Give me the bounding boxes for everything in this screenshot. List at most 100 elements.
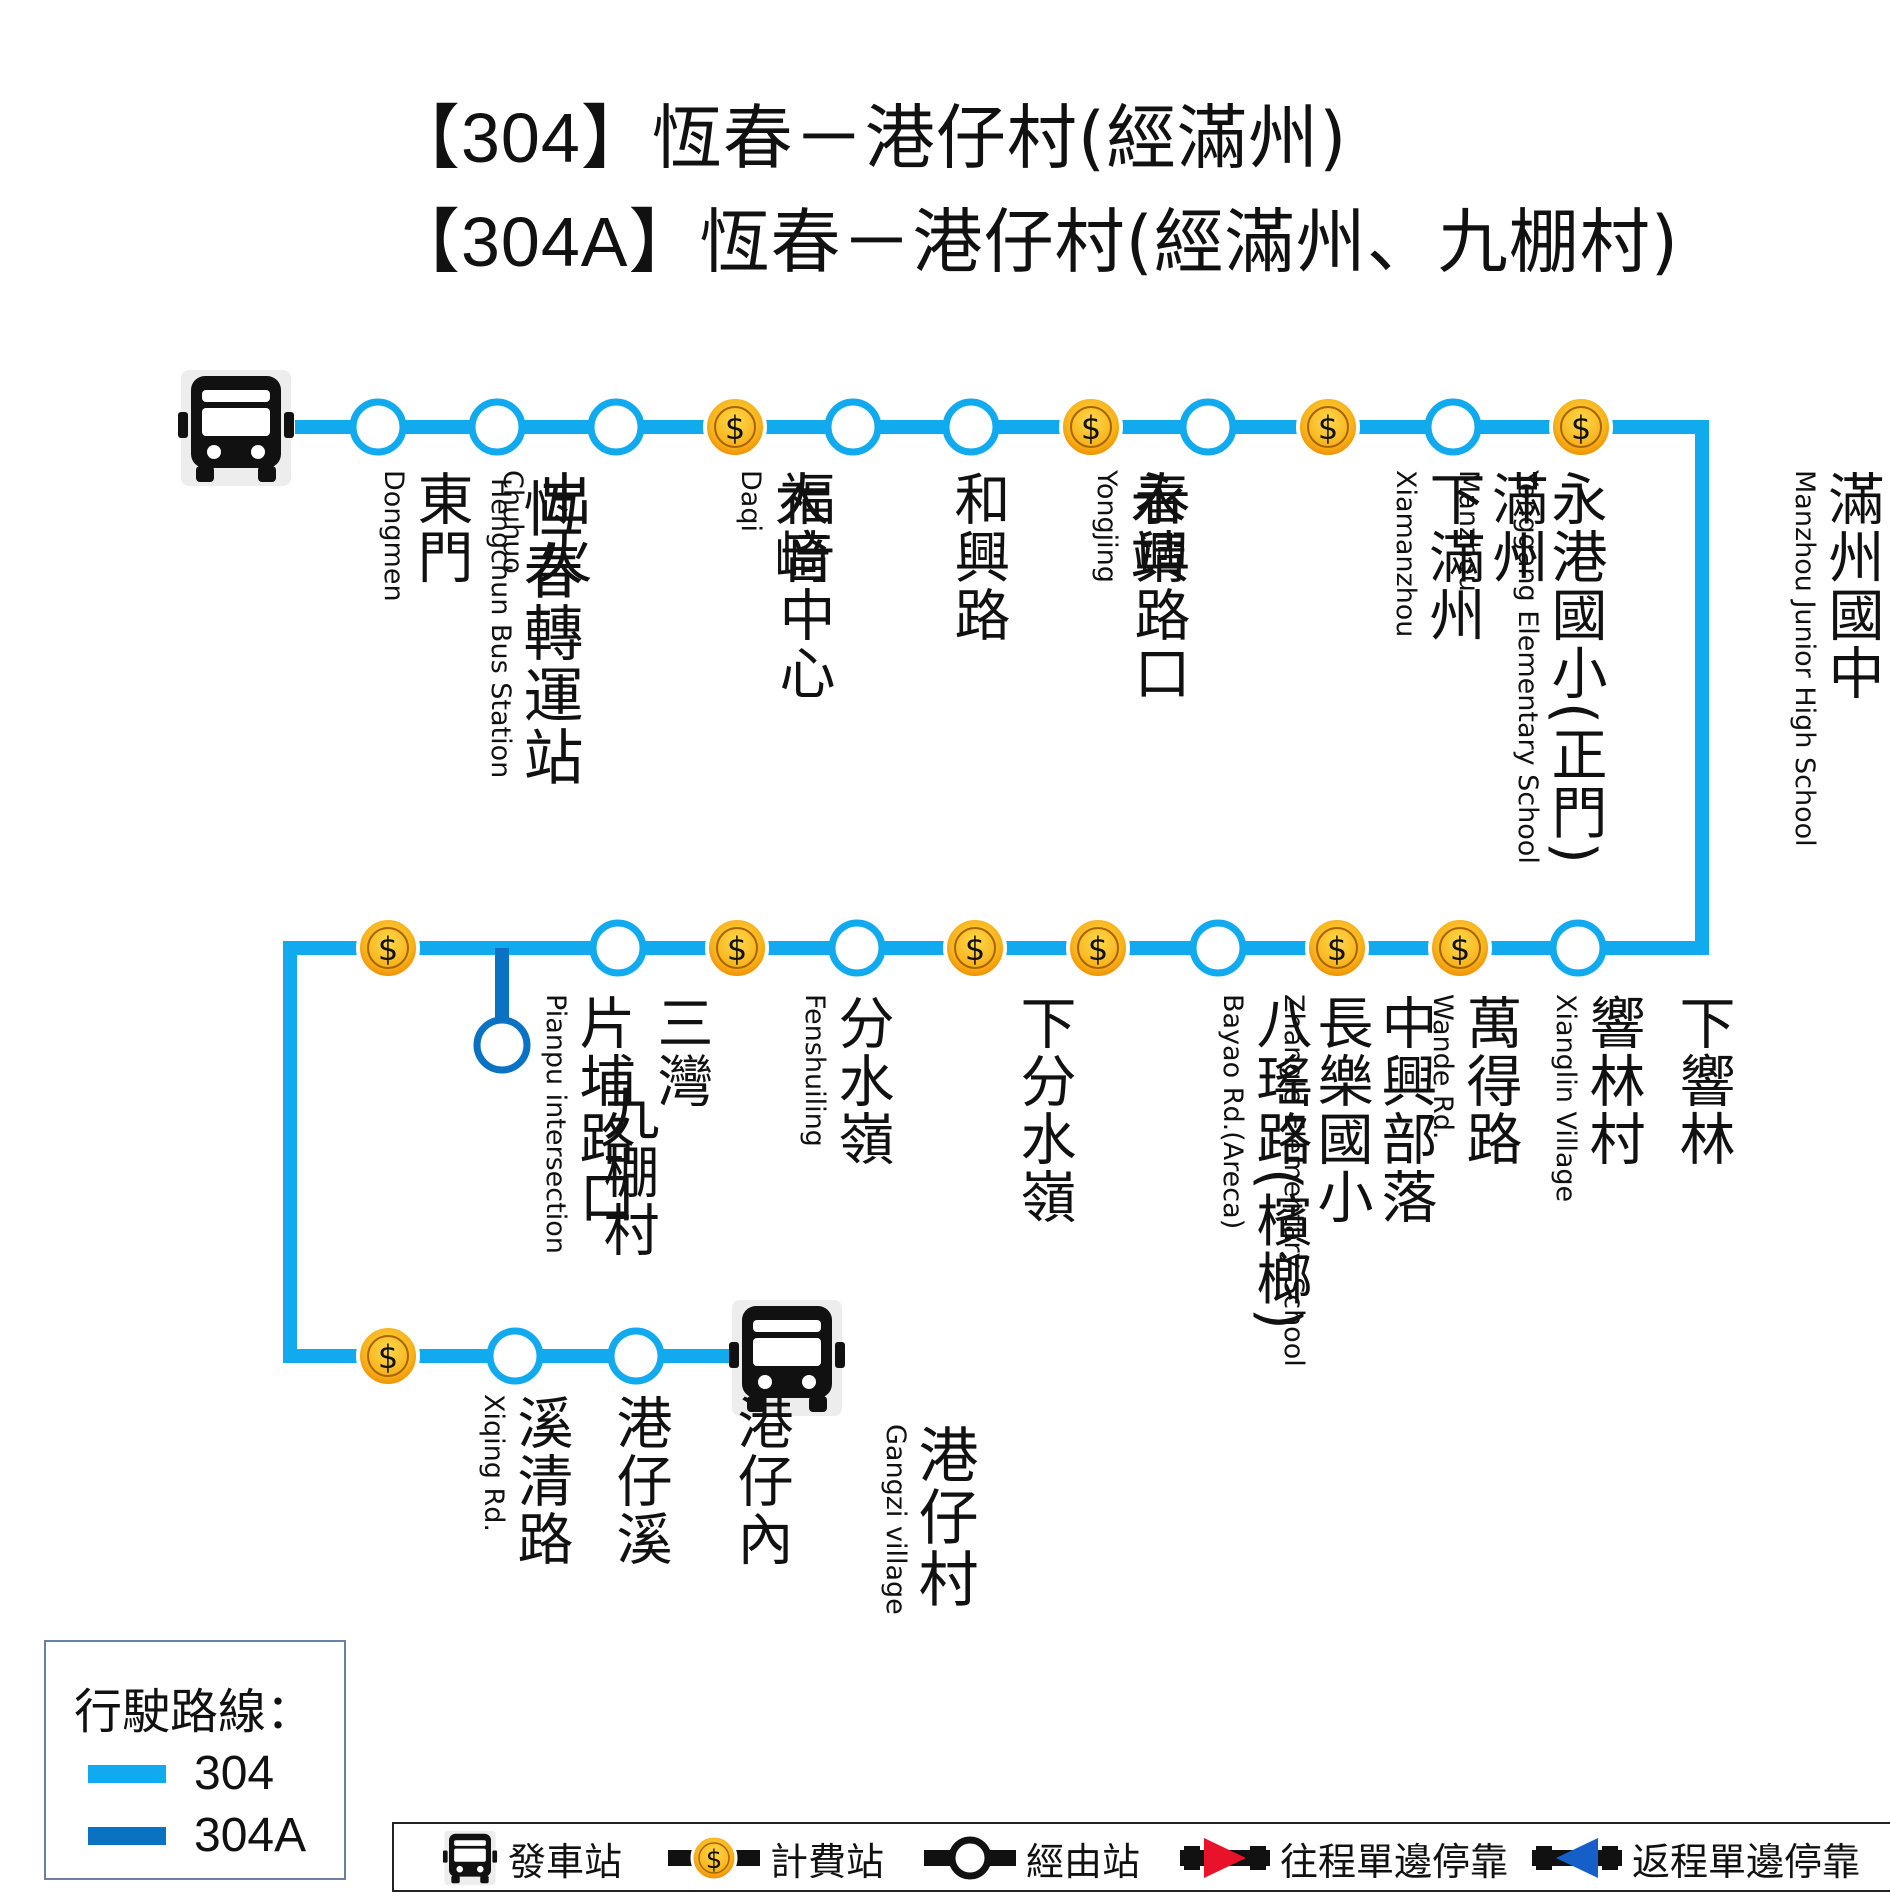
stop-label: 港仔內 [605, 1394, 793, 1568]
stop-name-en: Manzhou Junior High School [1789, 470, 1820, 847]
stop-label: 福音中心 [585, 470, 835, 702]
stop-label: 港仔溪 [484, 1394, 672, 1568]
key-label: 發車站 [508, 1839, 623, 1884]
blue-arrow-icon [1532, 1838, 1622, 1878]
stop-icon [824, 398, 882, 456]
stop-name-zh: 港仔內 [728, 1394, 793, 1568]
fare-symbol: $ [725, 409, 745, 447]
stop-icon [942, 398, 1000, 456]
stop-name-en: Wande Rd. [1427, 994, 1458, 1140]
route-title-304a: 【304A】恆春－港仔村(經滿州、九棚村) [390, 207, 1679, 277]
fare-symbol: $ [1088, 930, 1108, 968]
stop-name-zh: 和興路 [945, 470, 1010, 644]
stop-icon [587, 398, 645, 456]
legend-title: 行駛路線： [74, 1684, 315, 1740]
route-name-304a: 恆春－港仔村(經滿州、九棚村) [699, 201, 1680, 283]
stop-icon [1424, 398, 1482, 456]
stop-name-zh: 出火 [527, 470, 592, 586]
stop-icon [468, 398, 526, 456]
stop-name-en: Manzhou [1453, 470, 1484, 592]
stop-label: 春興路口 [940, 470, 1190, 702]
fare-symbol: $ [706, 1845, 723, 1875]
stop-icon [486, 1327, 544, 1385]
fare-stop-icon: $ [1305, 916, 1369, 980]
legend-item-304: 304 [88, 1746, 274, 1801]
stop-icon [589, 919, 647, 977]
key-label: 計費站 [770, 1839, 885, 1884]
stop-icon [607, 1327, 665, 1385]
route-name-304: 恆春－港仔村(經滿州) [651, 97, 1348, 179]
stop-label: 九棚村 [471, 1085, 659, 1259]
fare-symbol: $ [727, 930, 747, 968]
stop-name-en: Xiamanzhou [1390, 470, 1421, 638]
fare-stop-icon: $ [943, 916, 1007, 980]
key-item-return: 返程單邊停靠 [1532, 1830, 1860, 1886]
stop-label: 和興路 [822, 470, 1010, 644]
fare-symbol: $ [378, 930, 398, 968]
stop-name-en: Xiqing Rd. [478, 1394, 509, 1532]
fare-stop-icon: $ [1066, 916, 1130, 980]
stop-name-en: Yonggang Elementary School [1512, 470, 1543, 864]
stop-name-en: Bayao Rd.(Areca) [1217, 994, 1248, 1230]
key-item-stop: 經由站 [924, 1830, 1140, 1886]
bus-icon [442, 1830, 498, 1886]
key-label: 返程單邊停靠 [1632, 1839, 1861, 1884]
stop-label: 中興部落 [1187, 994, 1437, 1226]
stop-label: 三灣 [587, 994, 713, 1110]
stop-name-en: Yongjing [1091, 470, 1122, 583]
stop-name-zh: 滿州國中 [1819, 470, 1884, 702]
stop-icon [1189, 919, 1247, 977]
fare-stop-icon: $ [1059, 395, 1123, 459]
stop-name-zh: 永港國小(正門) [1542, 470, 1607, 866]
stop-icon [1549, 919, 1607, 977]
fare-stop-icon: $ [1296, 395, 1360, 459]
stop-icon [1179, 398, 1237, 456]
stop-name-zh: 片埔路口 [570, 994, 635, 1226]
stop-name-en: Chuhuo [497, 470, 528, 574]
stop-name-zh: 永靖 [1121, 470, 1186, 586]
stop-name-zh: 八瑤路(檳榔) [1247, 994, 1312, 1332]
stop-name-en: Zhangle Elementary School [1278, 994, 1309, 1367]
stop-name-zh: 九棚村 [594, 1085, 659, 1259]
stop-label: 下分水嶺 [826, 994, 1076, 1226]
legend-swatch [88, 1764, 166, 1783]
stop-icon [828, 919, 886, 977]
route-code-304a: 【304A】 [390, 203, 700, 281]
fare-symbol: $ [1318, 409, 1338, 447]
stop-name-zh: 中興部落 [1372, 994, 1437, 1226]
fare-stop-icon: $ [356, 916, 420, 980]
key-item-terminal: 發車站 [442, 1830, 622, 1886]
fare-symbol: $ [965, 930, 985, 968]
stop-name-zh: 長樂國小 [1308, 994, 1373, 1226]
stop-icon [349, 398, 407, 456]
stop-name-zh: 滿州 [1483, 470, 1548, 586]
fare-stop-icon: $ [1549, 395, 1613, 459]
key-label: 經由站 [1026, 1839, 1141, 1884]
stop-icon [924, 1836, 1016, 1880]
fare-stop-icon: $ [668, 1834, 760, 1882]
legend: 行駛路線： 304 304A [44, 1640, 346, 1880]
stop-name-zh: 下響林 [1670, 994, 1735, 1168]
stop-label: 八瑤路(檳榔)Bayao Rd.(Areca) [914, 994, 1312, 1332]
stop-name-zh: 港仔溪 [607, 1394, 672, 1568]
stop-name-zh: 恆春轉運站 [513, 478, 583, 788]
stop-icon [473, 1016, 531, 1074]
stop-name-en: Xianglin Village [1550, 994, 1581, 1203]
stop-name-zh: 響林村 [1580, 994, 1645, 1168]
legend-item-304a: 304A [88, 1808, 306, 1863]
key-label: 往程單邊停靠 [1280, 1839, 1509, 1884]
stop-name-zh: 溪清路 [508, 1394, 573, 1568]
key-item-outbound: 往程單邊停靠 [1180, 1830, 1508, 1886]
